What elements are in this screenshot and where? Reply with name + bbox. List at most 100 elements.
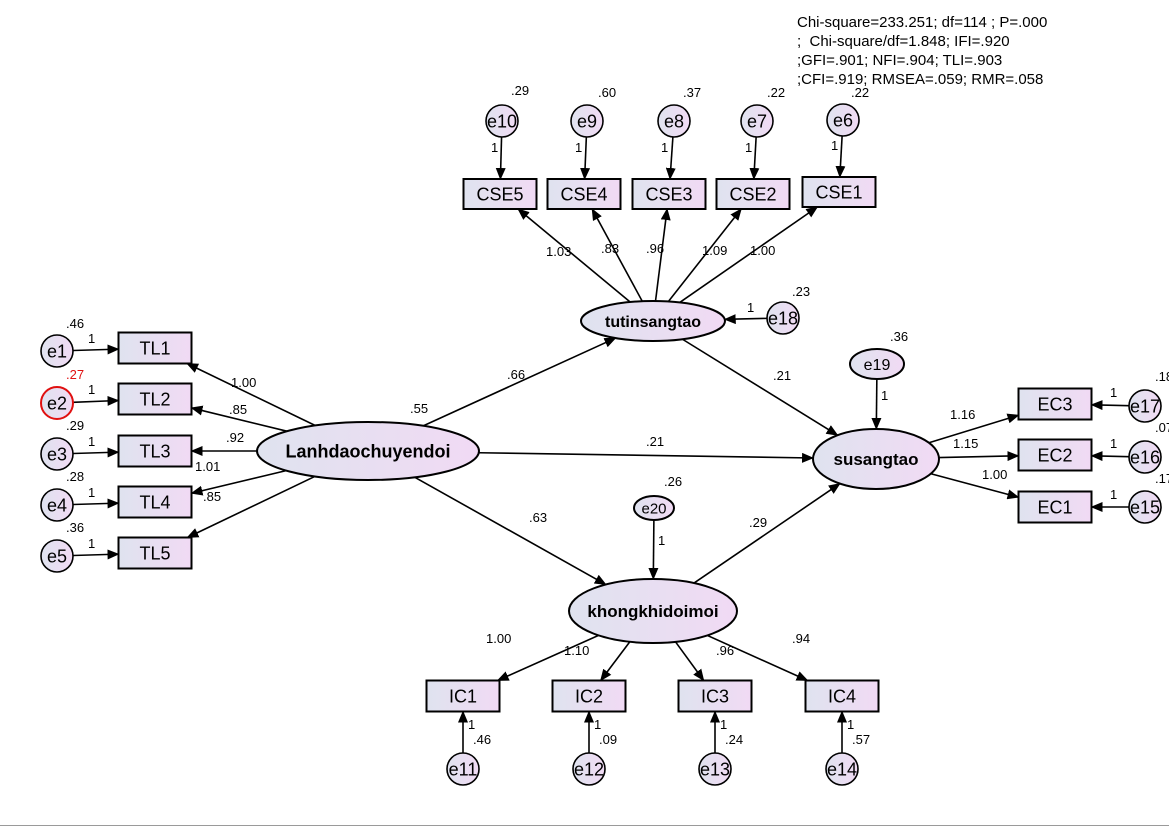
variance-e1: .46 [66,316,84,331]
observed-ec1: EC1 [1017,490,1093,524]
node-label-IC3: IC3 [701,687,729,707]
variance-e2: .27 [66,367,84,382]
node-label-EC1: EC1 [1037,498,1072,518]
fit-line-2: ; Chi-square/df=1.848; IFI=.920 [797,33,1010,50]
loading-label-ec3: 1.16 [950,407,975,422]
error-e5: e5 [40,539,74,573]
path-lan-to-sus [478,451,815,463]
observed-ic2: IC2 [551,679,627,713]
variance-e6: .22 [851,85,869,100]
node-label-e9: e9 [577,112,597,132]
loading-label-cse3: .96 [646,241,664,256]
error-path-e9 [580,136,591,180]
node-label-e11: e11 [449,760,478,780]
observed-tl1: TL1 [117,331,193,365]
observed-ic1: IC1 [425,679,501,713]
error-path-e6 [835,135,846,178]
loading-label-ic3: .96 [716,643,734,658]
node-label-e12: e12 [574,760,604,780]
error-path-e5 [72,549,120,560]
observed-ec3: EC3 [1017,387,1093,421]
variance-e9: .60 [598,85,616,100]
error-e2: e2 [40,386,74,420]
error-path-e4 [72,498,120,509]
path-label-kho-sus: .29 [749,515,767,530]
loading-label-tl5: .85 [203,489,221,504]
loading-ec3 [928,413,1020,444]
node-label-e15: e15 [1130,498,1160,518]
error-e9: e9 [570,104,604,138]
loading-cse3 [654,208,671,302]
variance-e15: .17 [1155,471,1169,486]
node-label-TL2: TL2 [139,390,170,410]
variance-e5: .36 [66,520,84,535]
latent-kho: khongkhidoimoi [568,578,738,644]
path-label-lan-tut: .66 [507,367,525,382]
node-label-IC2: IC2 [575,687,603,707]
variance-e12: .09 [599,732,617,747]
loading-tl5 [186,475,316,539]
node-label-e5: e5 [47,547,67,567]
observed-tl3: TL3 [117,434,193,468]
fixed-one-e10: 1 [491,140,498,155]
observed-cse4: CSE4 [546,178,622,210]
error-path-e3 [72,447,120,458]
node-label-e2: e2 [47,394,67,414]
latent-lan: Lanhdaochuyendoi [256,421,480,481]
observed-ec2: EC2 [1017,438,1093,472]
error-path-e16 [1090,451,1130,462]
fixed-one-e6: 1 [831,138,838,153]
loading-ic1 [496,634,599,682]
variance-e18: .23 [792,284,810,299]
fixed-one-e9: 1 [575,140,582,155]
loading-tl4 [190,469,287,496]
node-label-e6: e6 [833,111,853,131]
variance-e3: .29 [66,418,84,433]
node-label-kho: khongkhidoimoi [587,602,718,621]
variance-e16: .07 [1155,420,1169,435]
fixed-one-e13: 1 [720,717,727,732]
loading-label-ic1: 1.00 [486,631,511,646]
fixed-one-e1: 1 [88,331,95,346]
node-label-TL3: TL3 [139,442,170,462]
loading-label-tl2: .85 [229,402,247,417]
node-label-e17: e17 [1130,397,1160,417]
loading-label-tl1: 1.00 [231,375,256,390]
node-label-CSE1: CSE1 [815,183,862,203]
error-e17: e17 [1128,389,1162,423]
error-path-e1 [72,344,120,355]
loading-ec1 [930,472,1020,500]
variance-e8: .37 [683,85,701,100]
path-tut-to-sus [682,338,839,436]
fit-line-3: ;GFI=.901; NFI=.904; TLI=.903 [797,52,1003,69]
error-e18: e18 [766,301,800,335]
fixed-one-e2: 1 [88,382,95,397]
error-e8: e8 [657,104,691,138]
observed-cse2: CSE2 [715,178,791,210]
fixed-one-e7: 1 [745,140,752,155]
observed-tl5: TL5 [117,536,193,570]
path-lan-to-tut [422,337,617,427]
node-label-lan: Lanhdaochuyendoi [285,441,450,461]
error-path-e8 [665,136,676,180]
observed-tl2: TL2 [117,382,193,416]
node-label-e19: e19 [864,357,891,374]
fixed-one-e19: 1 [881,388,888,403]
error-e19: e19 [849,348,905,380]
loading-label-tl4: 1.01 [195,459,220,474]
path-label-lan-sus: .21 [646,434,664,449]
latent-tut: tutinsangtao [580,300,726,342]
path-label-lan-kho: .63 [529,510,547,525]
error-e13: e13 [698,752,732,786]
node-label-tut: tutinsangtao [605,314,701,331]
fixed-one-e11: 1 [468,717,475,732]
variance-e14: .57 [852,732,870,747]
bottom-divider [0,825,1169,826]
loading-label-ec1: 1.00 [982,467,1007,482]
path-label-tut-sus: .21 [773,368,791,383]
loading-label-cse1: 1.00 [750,243,775,258]
error-e1: e1 [40,334,74,368]
model-fit-statistics: Chi-square=233.251; df=114 ; P=.000; Chi… [797,13,1047,89]
loading-label-cse2: 1.09 [702,243,727,258]
